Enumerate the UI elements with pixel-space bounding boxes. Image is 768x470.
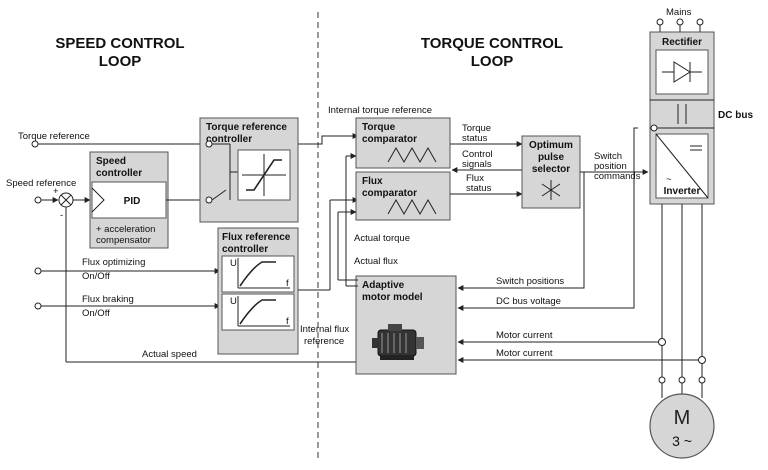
adaptive-model-title-1: Adaptive	[362, 280, 405, 291]
torque-status-label-1: Torque	[462, 123, 491, 134]
flux-braking-terminal	[34, 302, 42, 310]
pid-label: PID	[124, 196, 141, 207]
flux-optimizing-onoff: On/Off	[82, 271, 110, 282]
summing-plus: +	[53, 186, 59, 197]
dc-bus-tap	[650, 124, 658, 132]
flux-status-label-2: status	[466, 183, 492, 194]
mains-terminal-3	[696, 18, 704, 26]
motor-phase-label: 3 ~	[672, 433, 692, 449]
summing-junction-cross-b	[60, 194, 72, 206]
switch-pos-cmd-1: Switch	[594, 151, 622, 162]
accel-compensator-2: compensator	[96, 235, 151, 246]
mains-label: Mains	[666, 7, 692, 18]
motor-m-label: M	[674, 407, 691, 429]
motor-current-label-1: Motor current	[496, 330, 553, 341]
adaptive-model-title-2: motor model	[362, 292, 423, 303]
flux-curve-2-f: f	[286, 316, 289, 327]
current-sensor-1	[658, 338, 666, 346]
internal-torque-ref-label: Internal torque reference	[328, 105, 432, 116]
rectifier-label: Rectifier	[662, 37, 702, 48]
flux-optimizing-terminal	[34, 267, 42, 275]
motor-current-label-2: Motor current	[496, 348, 553, 359]
control-signals-label-2: signals	[462, 159, 492, 170]
flux-braking-onoff: On/Off	[82, 308, 110, 319]
speed-ctrl-input-terminal	[205, 196, 213, 204]
motor-terminal-1	[658, 376, 666, 384]
torque-comparator-title-2: comparator	[362, 134, 417, 145]
torque-comparator-hysteresis	[387, 146, 437, 164]
flux-braking-label: Flux braking	[82, 294, 134, 305]
flux-ref-controller-title-2: controller	[222, 244, 268, 255]
speed-reference-label: Speed reference	[6, 178, 76, 189]
summing-minus: -	[60, 210, 63, 221]
inverter-ac-icon: ~	[666, 174, 672, 185]
speed-controller-title-1: Speed	[96, 156, 126, 167]
speed-reference-terminal	[34, 196, 42, 204]
actual-speed-label: Actual speed	[142, 349, 197, 360]
selector-star-icon	[541, 180, 561, 200]
rectifier-diode-icon	[673, 61, 691, 83]
torque-ref-controller-title-2: controller	[206, 134, 252, 145]
inverter-diagonal	[655, 133, 709, 199]
control-signals-label-1: Control	[462, 149, 493, 160]
torque-ref-switch	[211, 189, 227, 201]
flux-comparator-hysteresis	[387, 198, 437, 216]
flux-curve-1	[221, 255, 295, 293]
flux-comparator-title-1: Flux	[362, 176, 383, 187]
dc-bus-label: DC bus	[718, 110, 753, 121]
torque-status-label-2: status	[462, 133, 488, 144]
switch-positions-label: Switch positions	[496, 276, 564, 287]
flux-comparator-title-2: comparator	[362, 188, 417, 199]
torque-reference-label: Torque reference	[18, 131, 90, 142]
mains-terminal-2	[676, 18, 684, 26]
dc-bus-voltage-line	[457, 127, 638, 311]
flux-status-label-1: Flux	[466, 173, 484, 184]
current-sensor-2	[698, 356, 706, 364]
flux-curve-2-u: U	[230, 296, 237, 307]
flux-curve-1-line	[239, 261, 276, 287]
flux-ref-controller-title-1: Flux reference	[222, 232, 291, 243]
speed-loop-heading-2: LOOP	[99, 53, 142, 70]
motor-symbol	[649, 393, 715, 459]
flux-curve-2-line	[239, 299, 276, 325]
motor-terminal-3	[698, 376, 706, 384]
torque-comparator-title-1: Torque	[362, 122, 396, 133]
flux-curve-1-u: U	[230, 258, 237, 269]
switch-pos-cmd-3: commands	[594, 171, 641, 182]
internal-torque-ref-line	[298, 133, 359, 145]
switch-pos-cmd-2: position	[594, 161, 627, 172]
motor-icon	[372, 324, 424, 360]
actual-torque-label: Actual torque	[354, 233, 410, 244]
flux-curve-2	[221, 293, 295, 331]
inverter-label: Inverter	[664, 186, 701, 197]
mains-terminal-1	[656, 18, 664, 26]
torque-ref-input-terminal	[205, 140, 213, 148]
pid-input-chevron	[91, 187, 105, 213]
speed-loop-heading-1: SPEED CONTROL	[55, 35, 184, 52]
torque-loop-heading-2: LOOP	[471, 53, 514, 70]
optimum-pulse-selector-3: selector	[532, 164, 570, 175]
optimum-pulse-selector-1: Optimum	[529, 140, 573, 151]
torque-loop-heading-1: TORQUE CONTROL	[421, 35, 563, 52]
optimum-pulse-selector-2: pulse	[538, 152, 565, 163]
internal-flux-ref-2: reference	[304, 336, 344, 347]
limiter-curve	[246, 159, 282, 191]
accel-compensator-1: + acceleration	[96, 224, 155, 235]
dc-bus-voltage-label: DC bus voltage	[496, 296, 561, 307]
actual-flux-label: Actual flux	[354, 256, 398, 267]
flux-optimizing-label: Flux optimizing	[82, 257, 145, 268]
motor-terminal-2	[678, 376, 686, 384]
internal-flux-ref-1: Internal flux	[300, 324, 349, 335]
flux-curve-1-f: f	[286, 278, 289, 289]
torque-ref-controller-title-1: Torque reference	[206, 122, 287, 133]
switch-positions-line	[457, 172, 585, 291]
speed-controller-title-2: controller	[96, 168, 142, 179]
